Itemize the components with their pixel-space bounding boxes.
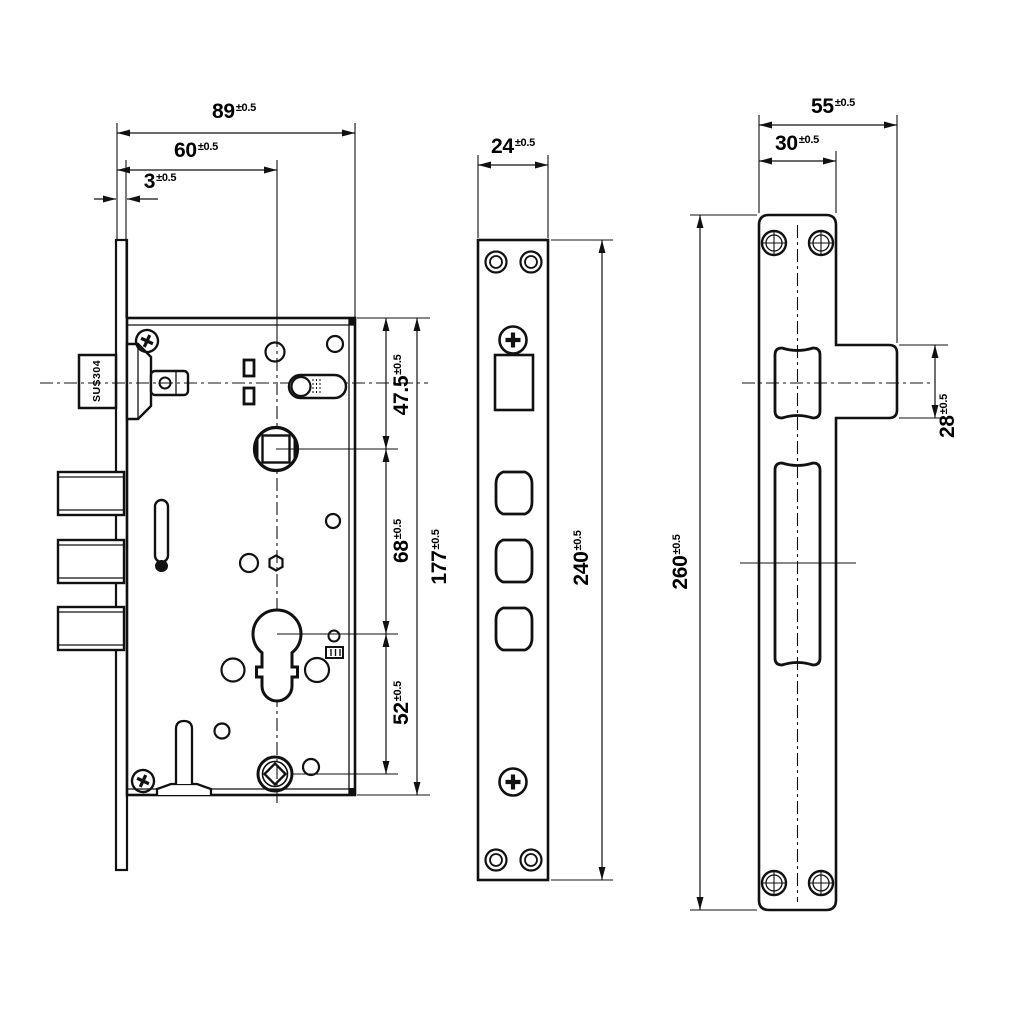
bolt-opening-3 [494,606,534,652]
case-corner-mark-bottom [349,788,355,794]
guide-pin-tip [155,560,168,572]
deadbolt-blocks [56,470,126,652]
thumbturn-hub [256,755,294,793]
faceplate-screw-top [498,325,528,355]
faceplate-hole-bottom-left [484,848,508,872]
bolt-opening-1 [494,470,534,516]
adjust-slot [287,373,348,400]
dim-follower-to-cylinder: 68±0.5 [390,519,413,563]
faceplate-dimensions [477,155,613,881]
latch-opening [493,353,535,412]
faceplate-hole-bottom-right [519,848,543,872]
strike-plate-dimensions [690,115,948,911]
side-hole-right [324,512,342,530]
lock-body-dimensions [94,123,430,796]
dim-strike-body-width: 30±0.5 [775,132,819,155]
dim-strike-wing-height: 28±0.5 [936,394,959,438]
bottom-hole-right [301,757,321,777]
faceplate-screw-bottom [498,767,528,797]
pedestal-base [155,782,213,795]
faceplate-outline [476,238,550,882]
vent-mark [325,646,344,659]
case-corner-mark-top [349,319,355,325]
strike-latch-cutout [773,346,822,420]
mid-hex-post [268,554,284,572]
latch-bracket [125,342,153,421]
mid-hole-left [238,552,260,574]
pedestal-stem [174,719,194,784]
dim-cylinder-to-turn: 52±0.5 [390,681,413,725]
adjust-slot-pin [290,375,312,398]
dim-lockbody-backset: 60±0.5 [174,139,218,162]
cylinder-side-hole-left [220,657,246,683]
dim-lockbody-overall-width: 89±0.5 [212,100,256,123]
dim-case-height: 177±0.5 [428,529,451,585]
dim-strike-height: 260±0.5 [669,534,692,590]
case-screw-top-left [134,328,160,354]
euro-cylinder-cutout [251,608,303,703]
dim-strike-overall-width: 55±0.5 [811,95,855,118]
bottom-hole [213,722,231,740]
strike-screw-bottom-left [760,869,788,897]
strike-deadbolt-cutout [773,461,822,667]
dim-faceplate-thickness: 3±0.5 [143,170,177,193]
latch-bolt-block [77,353,118,410]
cylinder-side-hole-right [303,656,331,684]
guide-pin [153,498,170,564]
stop-block-upper [242,358,256,378]
strike-screw-top-left [760,229,788,257]
case-hole-top-right [325,334,345,354]
bolt-opening-2 [494,538,534,584]
strike-screw-bottom-right [807,869,835,897]
case-screw-bottom-left [130,768,156,794]
case-hole-top [264,341,286,363]
dim-faceplate-height: 240±0.5 [570,530,593,586]
material-label: SUS304 [91,359,103,403]
faceplate-hole-top-left [484,250,508,274]
faceplate-view [476,155,613,882]
strike-screw-top-right [807,229,835,257]
stop-block-lower [242,386,256,406]
strike-plate-view [690,115,948,912]
small-hole-right [327,629,341,643]
faceplate-hole-top-right [519,250,543,274]
dim-top-to-follower: 47.5±0.5 [390,354,413,416]
lock-body-view [40,123,430,872]
dim-faceplate-width: 24±0.5 [491,135,535,158]
adjust-slot-serration [312,379,321,394]
